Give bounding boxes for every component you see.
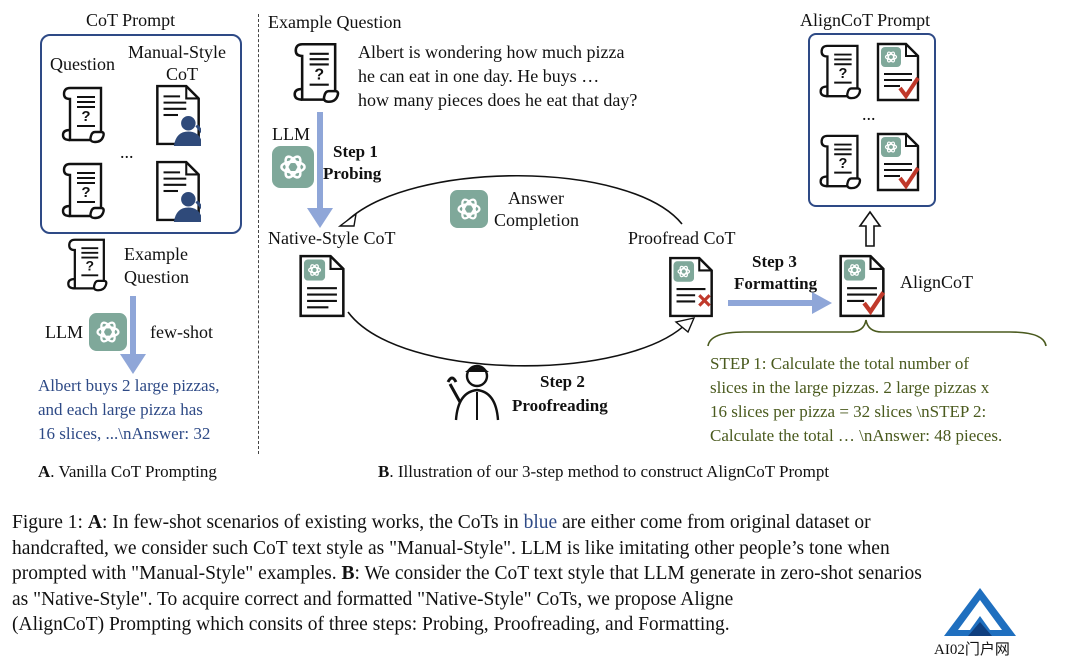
prompt-ellipsis: ... bbox=[862, 104, 876, 124]
cycle-arrows bbox=[337, 174, 696, 367]
step1-name: Probing bbox=[323, 164, 382, 183]
step-text-brace bbox=[707, 319, 1047, 347]
manual-cot-doc-icon bbox=[155, 160, 201, 222]
panel-b-sublabel: B. Illustration of our 3-step method to … bbox=[378, 462, 830, 481]
llm-label: LLM bbox=[272, 124, 310, 144]
answer-line: 16 slices, ...\nAnswer: 32 bbox=[38, 424, 211, 443]
answer-line: Albert buys 2 large pizzas, bbox=[38, 376, 220, 395]
question-line: how many pieces does he eat that day? bbox=[358, 90, 638, 110]
aligncot-doc-icon bbox=[838, 254, 886, 318]
aligncot-prompt-box bbox=[808, 33, 936, 207]
native-cot-doc-icon bbox=[298, 254, 346, 318]
question-scroll-icon bbox=[818, 132, 862, 192]
caption-line: as "Native-Style". To acquire correct an… bbox=[12, 588, 734, 610]
aligncot-doc-icon bbox=[876, 132, 920, 192]
example-question-scroll-icon bbox=[66, 236, 108, 294]
question-label: Question bbox=[50, 54, 115, 74]
watermark-logo-icon bbox=[944, 588, 1016, 636]
step-text-line: slices in the large pizzas. 2 large pizz… bbox=[710, 378, 990, 397]
question-label-2: Question bbox=[124, 267, 189, 287]
answer-line: and each large pizza has bbox=[38, 400, 203, 419]
step-text-line: Calculate the total … \nAnswer: 48 piece… bbox=[710, 426, 1003, 445]
caption-line: handcrafted, we consider such CoT text s… bbox=[12, 537, 890, 559]
watermark-text: AI02门户网 bbox=[934, 642, 1010, 658]
example-question-title: Example Question bbox=[268, 12, 402, 32]
answer-completion-label: Answer bbox=[508, 188, 564, 208]
step1-label: Step 1 bbox=[333, 142, 378, 161]
step2-name: Proofreading bbox=[512, 396, 608, 415]
llm-label: LLM bbox=[45, 322, 83, 342]
mechanic-icon bbox=[446, 364, 500, 421]
question-scroll-icon bbox=[60, 84, 106, 146]
proofread-label: Proofread CoT bbox=[628, 228, 736, 248]
down-arrow bbox=[120, 296, 146, 374]
step2-label: Step 2 bbox=[540, 372, 585, 391]
native-style-label: Native-Style CoT bbox=[268, 228, 396, 248]
cot-prompt-title: CoT Prompt bbox=[86, 10, 176, 30]
example-label: Example bbox=[124, 244, 188, 264]
question-line: Albert is wondering how much pizza bbox=[358, 42, 625, 62]
aligncot-label: AlignCoT bbox=[900, 272, 974, 292]
caption-blue-word: blue bbox=[523, 512, 558, 533]
formatting-arrow bbox=[728, 292, 832, 314]
step3-name: Formatting bbox=[734, 274, 818, 293]
answer-completion-label: Completion bbox=[494, 210, 579, 230]
up-arrow bbox=[858, 210, 882, 247]
gpt-logo-icon bbox=[89, 313, 127, 351]
few-shot-label: few-shot bbox=[150, 322, 213, 342]
gpt-logo-icon bbox=[272, 146, 314, 188]
manual-style-label-2: CoT bbox=[166, 64, 199, 84]
proofread-doc-icon bbox=[668, 256, 714, 318]
panel-divider bbox=[258, 14, 259, 454]
aligncot-doc-icon bbox=[876, 42, 920, 102]
question-line: he can eat in one day. He buys … bbox=[358, 66, 600, 86]
step-text-line: STEP 1: Calculate the total number of bbox=[710, 354, 970, 373]
caption-line: Figure 1: A: In few-shot scenarios of ex… bbox=[12, 512, 871, 533]
caption-line: prompted with "Manual-Style" examples. B… bbox=[12, 563, 922, 584]
question-scroll-icon bbox=[60, 160, 106, 222]
figure-caption: Figure 1: A: In few-shot scenarios of ex… bbox=[12, 510, 1072, 638]
aligncot-prompt-title: AlignCoT Prompt bbox=[800, 10, 931, 30]
step-text-line: 16 slices per pizza = 32 slices \nSTEP 2… bbox=[710, 402, 987, 421]
gpt-logo-icon bbox=[450, 190, 488, 228]
panel-a-sublabel: A. Vanilla CoT Prompting bbox=[38, 462, 217, 481]
cot-prompt-box bbox=[40, 34, 242, 234]
probing-arrow bbox=[307, 112, 333, 228]
caption-line: (AlignCoT) Prompting which consits of th… bbox=[12, 614, 730, 635]
manual-style-label-1: Manual-Style bbox=[128, 42, 226, 62]
question-scroll-icon bbox=[292, 40, 340, 106]
step3-label: Step 3 bbox=[752, 252, 797, 271]
question-scroll-icon bbox=[818, 42, 862, 102]
ellipsis: ... bbox=[120, 142, 134, 162]
manual-cot-doc-icon bbox=[155, 84, 201, 146]
